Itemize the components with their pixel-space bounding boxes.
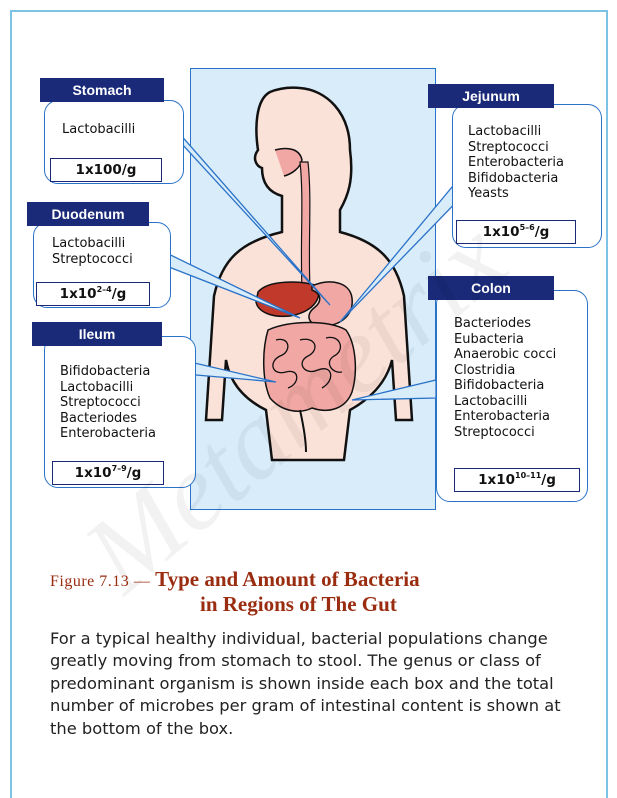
figure-label: Figure 7.13 — — [50, 573, 150, 590]
jejunum-header: Jejunum — [428, 84, 554, 108]
organism-item: Yeasts — [468, 186, 564, 202]
organism-item: Enterobacteria — [454, 409, 556, 425]
organism-item: Lactobacilli — [62, 122, 135, 138]
ileum-count: 1x107–9/g — [52, 461, 164, 485]
duodenum-count: 1x102–4/g — [36, 282, 150, 306]
jejunum-organisms: Lactobacilli Streptococci Enterobacteria… — [468, 124, 564, 202]
figure-caption-title: Figure 7.13 — Type and Amount of Bacteri… — [50, 568, 590, 615]
organism-item: Lactobacilli — [454, 394, 556, 410]
duodenum-organisms: Lactobacilli Streptococci — [52, 236, 133, 267]
colon-count: 1x1010–11/g — [454, 468, 580, 492]
ileum-organisms: Bifidobacteria Lactobacilli Streptococci… — [60, 364, 156, 442]
organism-item: Anaerobic cocci — [454, 347, 556, 363]
caption-title-line1: Type and Amount of Bacteria — [155, 567, 419, 591]
duodenum-header: Duodenum — [27, 202, 149, 226]
caption-title-line2: in Regions of The Gut — [50, 593, 590, 615]
small-intestine — [264, 323, 356, 412]
organism-item: Bifidobacteria — [468, 171, 564, 187]
organism-item: Lactobacilli — [60, 380, 156, 396]
organism-item: Enterobacteria — [468, 155, 564, 171]
jejunum-count: 1x105–6/g — [456, 220, 576, 244]
organism-item: Streptococci — [454, 425, 556, 441]
organism-item: Bifidobacteria — [454, 378, 556, 394]
esophagus — [300, 162, 310, 290]
ileum-header: Ileum — [32, 322, 162, 346]
stomach-header: Stomach — [40, 78, 164, 102]
colon-header: Colon — [428, 276, 554, 300]
organism-item: Clostridia — [454, 363, 556, 379]
organism-item: Bacteriodes — [454, 316, 556, 332]
organism-item: Bacteriodes — [60, 411, 156, 427]
stomach-count: 1x100/g — [50, 158, 162, 182]
organism-item: Lactobacilli — [468, 124, 564, 140]
organism-item: Eubacteria — [454, 332, 556, 348]
organism-item: Bifidobacteria — [60, 364, 156, 380]
organism-item: Enterobacteria — [60, 426, 156, 442]
gut-diagram: Stomach Lactobacilli 1x100/g Duodenum La… — [0, 0, 617, 560]
organism-item: Streptococci — [52, 252, 133, 268]
organism-item: Lactobacilli — [52, 236, 133, 252]
colon-organisms: Bacteriodes Eubacteria Anaerobic cocci C… — [454, 316, 556, 440]
figure-caption-body: For a typical healthy individual, bacter… — [50, 628, 590, 740]
stomach-organisms: Lactobacilli — [62, 122, 135, 138]
organism-item: Streptococci — [60, 395, 156, 411]
organism-item: Streptococci — [468, 140, 564, 156]
